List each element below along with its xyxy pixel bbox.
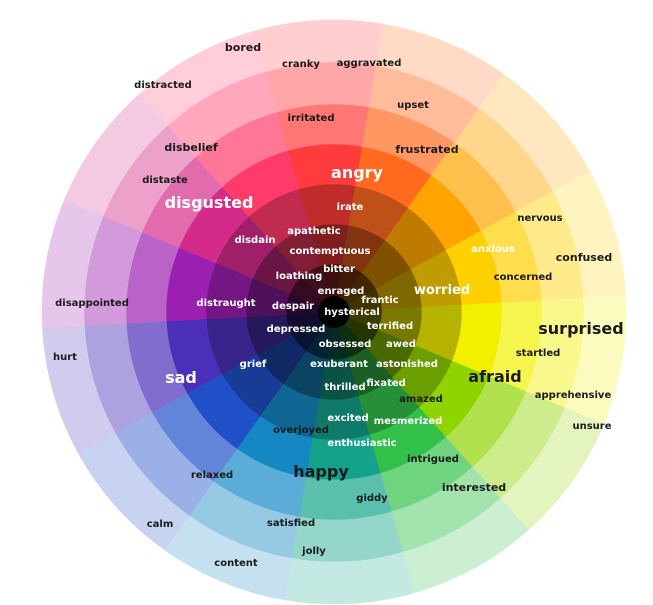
- label-afraid: afraid: [468, 367, 521, 386]
- label-obsessed: obsessed: [319, 339, 372, 350]
- wheel-wedge: [276, 103, 370, 151]
- label-exuberant: exuberant: [310, 359, 368, 370]
- label-terrified: terrified: [367, 321, 413, 332]
- label-worried: worried: [414, 283, 470, 298]
- label-overjoyed: overjoyed: [273, 425, 329, 436]
- label-despair: despair: [272, 301, 314, 312]
- label-depressed: depressed: [267, 324, 326, 335]
- label-calm: calm: [147, 519, 174, 530]
- label-cranky: cranky: [282, 59, 320, 70]
- label-disappointed: disappointed: [55, 298, 129, 309]
- label-intrigued: intrigued: [407, 454, 459, 465]
- label-amazed: amazed: [399, 394, 443, 405]
- label-happy: happy: [293, 462, 349, 481]
- label-concerned: concerned: [494, 272, 553, 283]
- wheel-center: [318, 296, 350, 328]
- label-mesmerized: mesmerized: [374, 416, 442, 427]
- wheel-wedge: [139, 30, 266, 126]
- label-contemptuous: contemptuous: [290, 246, 371, 257]
- label-irate: irate: [337, 202, 364, 213]
- label-disdain: disdain: [235, 235, 276, 246]
- label-fixated: fixated: [366, 378, 405, 389]
- label-aggravated: aggravated: [337, 58, 402, 69]
- label-disgusted: disgusted: [165, 193, 254, 212]
- label-satisfied: satisfied: [267, 518, 315, 529]
- label-enraged: enraged: [318, 286, 365, 297]
- label-angry: angry: [331, 163, 384, 182]
- label-relaxed: relaxed: [191, 470, 233, 481]
- label-bitter: bitter: [323, 264, 355, 275]
- label-hurt: hurt: [53, 352, 77, 363]
- label-distaste: distaste: [142, 175, 188, 186]
- label-nervous: nervous: [517, 213, 562, 224]
- label-frantic: frantic: [361, 295, 398, 306]
- label-startled: startled: [516, 348, 561, 359]
- label-anxious: anxious: [471, 244, 515, 255]
- label-interested: interested: [442, 481, 506, 494]
- label-upset: upset: [397, 100, 429, 111]
- label-apathetic: apathetic: [287, 226, 341, 237]
- label-disbelief: disbelief: [164, 141, 218, 154]
- label-excited: excited: [327, 413, 368, 424]
- label-sad: sad: [165, 368, 197, 387]
- label-surprised: surprised: [538, 319, 623, 338]
- label-distraught: distraught: [196, 298, 255, 309]
- label-loathing: loathing: [276, 271, 323, 282]
- label-thrilled: thrilled: [324, 382, 365, 393]
- wheel-wedges: [41, 19, 627, 605]
- label-frustrated: frustrated: [395, 143, 458, 156]
- label-astonished: astonished: [376, 359, 438, 370]
- label-giddy: giddy: [356, 493, 388, 504]
- label-bored: bored: [225, 41, 261, 54]
- label-enthusiastic: enthusiastic: [327, 438, 396, 449]
- label-unsure: unsure: [572, 421, 611, 432]
- label-jolly: jolly: [301, 546, 326, 557]
- label-apprehensive: apprehensive: [535, 390, 612, 401]
- label-irritated: irritated: [288, 113, 335, 124]
- label-confused: confused: [556, 251, 612, 264]
- label-grief: grief: [240, 359, 267, 370]
- label-distracted: distracted: [134, 80, 192, 91]
- label-content: content: [214, 558, 258, 569]
- label-awed: awed: [386, 339, 416, 350]
- label-hysterical: hysterical: [324, 307, 380, 318]
